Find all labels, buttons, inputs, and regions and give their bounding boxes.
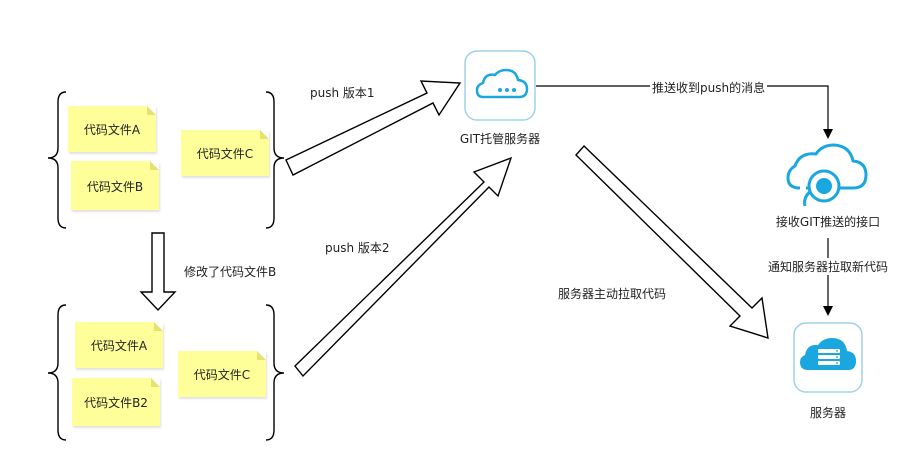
group1-note-a: 代码文件A (68, 106, 156, 152)
push-v1-label: push 版本1 (310, 86, 375, 100)
group1-file-b-label: 代码文件B (86, 180, 144, 194)
push-v1-arrow (285, 80, 462, 176)
group1-file-c-label: 代码文件C (196, 147, 254, 161)
notify-push-line (536, 85, 833, 139)
server-icon (793, 322, 863, 393)
group2-file-a-label: 代码文件A (90, 339, 148, 353)
webhook-label: 接收GIT推送的接口 (775, 215, 881, 229)
server-pull-label: 服务器主动拉取代码 (558, 287, 667, 301)
group2-note-c: 代码文件C (178, 351, 266, 397)
group2-file-c-label: 代码文件C (193, 368, 251, 382)
server-pull-arrow (575, 144, 769, 340)
modify-arrow (139, 232, 177, 312)
notify-push-label: 推送收到push的消息 (650, 79, 768, 96)
group2-file-b2-label: 代码文件B2 (84, 396, 148, 410)
group1-left-brace (47, 91, 67, 229)
group1-note-c: 代码文件C (181, 130, 269, 176)
group1-file-a-label: 代码文件A (83, 123, 141, 137)
git-host-label: GIT托管服务器 (459, 132, 541, 146)
group2-left-brace (47, 304, 67, 441)
group2-note-b2: 代码文件B2 (72, 378, 160, 426)
group2-note-a: 代码文件A (75, 322, 163, 368)
push-v2-label: push 版本2 (325, 241, 390, 255)
notify-server-label: 通知服务器拉取新代码 (765, 258, 891, 275)
webhook-cloud-icon (786, 143, 868, 207)
modify-label: 修改了代码文件B (184, 265, 277, 279)
group1-right-brace (265, 91, 285, 229)
git-host-icon (464, 50, 536, 121)
group1-note-b: 代码文件B (71, 161, 159, 210)
push-v2-arrow (294, 156, 513, 378)
server-label: 服务器 (809, 406, 847, 420)
group2-right-brace (265, 304, 285, 441)
